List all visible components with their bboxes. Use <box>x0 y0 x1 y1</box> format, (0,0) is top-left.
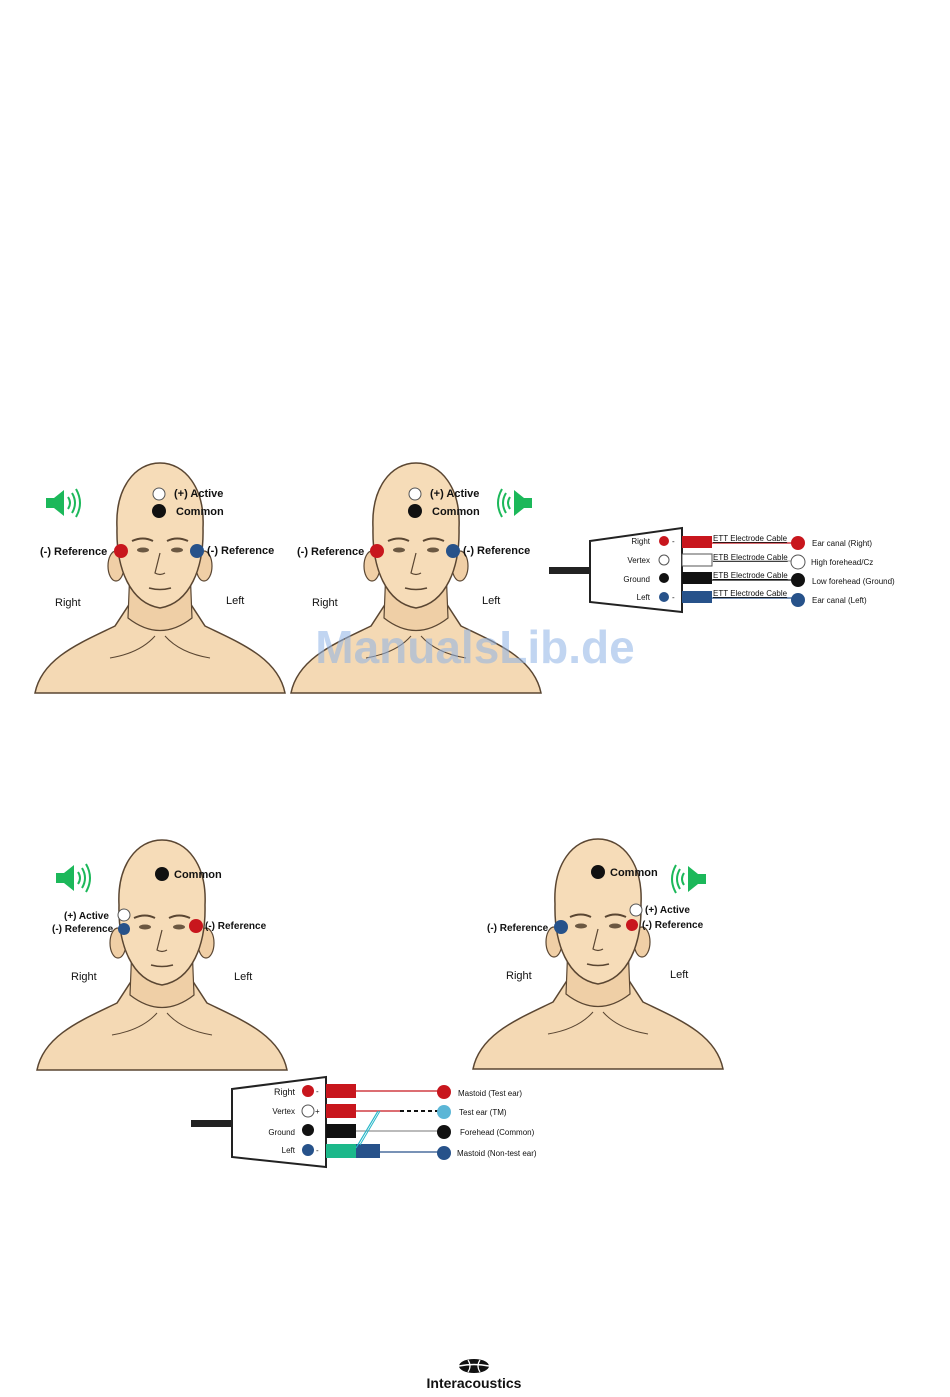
port-label: Left <box>637 593 651 602</box>
placement-label: Mastoid (Non-test ear) <box>457 1149 537 1158</box>
speaker-right-icon <box>497 488 533 518</box>
cable-label: ETT Electrode Cable <box>713 534 788 543</box>
watermark: ManualsLib.de <box>315 621 634 673</box>
connector-diagram-2: Right Vertex Ground Left - + - Mastoid (… <box>191 1075 537 1169</box>
svg-text:-: - <box>316 1146 319 1155</box>
active-label: (+) Active <box>430 488 479 500</box>
head-diagram-2: (+) Active Common (-) Reference (-) Refe… <box>290 462 542 694</box>
footer: Interacoustics <box>427 1359 522 1391</box>
port-label: Left <box>282 1146 296 1155</box>
electrode-reference-right <box>554 920 568 934</box>
common-label: Common <box>176 506 224 518</box>
reference-right-label: (-) Reference <box>297 546 364 558</box>
port-label: Ground <box>623 575 650 584</box>
active-label: (+) Active <box>645 905 690 916</box>
side-right-label: Right <box>506 970 532 982</box>
cable-label: ETT Electrode Cable <box>713 589 788 598</box>
side-left-label: Left <box>670 969 688 981</box>
electrode-common <box>408 504 422 518</box>
active-label: (+) Active <box>64 911 109 922</box>
reference-right-label: (-) Reference <box>487 923 549 934</box>
electrode-active <box>408 487 422 501</box>
placement-label: Mastoid (Test ear) <box>458 1089 522 1098</box>
electrode-reference-right <box>118 923 130 935</box>
common-label: Common <box>610 867 658 879</box>
side-left-label: Left <box>234 971 252 983</box>
connector-box <box>231 1075 327 1169</box>
side-left-label: Left <box>226 595 244 607</box>
port-label: Right <box>631 537 650 546</box>
electrode-active <box>117 908 131 922</box>
reference-left-label: (-) Reference <box>642 920 704 931</box>
electrode-reference-left <box>190 544 204 558</box>
placement-label: Test ear (TM) <box>459 1108 507 1117</box>
reference-left-label: (-) Reference <box>207 545 274 557</box>
side-right-label: Right <box>71 971 97 983</box>
connector-box <box>589 526 683 614</box>
electrode-reference-left <box>189 919 203 933</box>
port-label: Vertex <box>627 556 650 565</box>
placement-label: Ear canal (Left) <box>812 596 867 605</box>
placement-label: Forehead (Common) <box>460 1128 535 1137</box>
svg-text:-: - <box>316 1087 319 1096</box>
electrode-active <box>152 487 166 501</box>
common-label: Common <box>432 506 480 518</box>
electrode-reference-left <box>626 919 638 931</box>
reference-left-label: (-) Reference <box>205 921 267 932</box>
brand-name: Interacoustics <box>427 1375 522 1391</box>
port-label: Vertex <box>272 1107 295 1116</box>
reference-left-label: (-) Reference <box>463 545 530 557</box>
reference-right-label: (-) Reference <box>40 546 107 558</box>
electrode-active <box>629 903 643 917</box>
electrode-reference-left <box>446 544 460 558</box>
placement-label: Ear canal (Right) <box>812 539 872 548</box>
interacoustics-logo-icon <box>458 1359 490 1373</box>
svg-text:-: - <box>672 593 675 602</box>
speaker-left-icon <box>45 488 81 518</box>
placement-label: Low forehead (Ground) <box>812 577 895 586</box>
speaker-right-icon <box>671 864 707 894</box>
svg-text:+: + <box>315 1107 320 1116</box>
speaker-left-icon <box>55 863 91 893</box>
side-left-label: Left <box>482 595 500 607</box>
reference-right-label: (-) Reference <box>52 924 114 935</box>
side-right-label: Right <box>55 597 81 609</box>
connector-diagram-1: Right Vertex Ground Left - - ETT Electro… <box>549 526 895 614</box>
svg-text:-: - <box>672 537 675 546</box>
electrode-common <box>155 867 169 881</box>
cable-label: ETB Electrode Cable <box>713 553 788 562</box>
electrode-common <box>152 504 166 518</box>
head-diagram-1: (+) Active Common (-) Reference (-) Refe… <box>34 462 286 694</box>
active-label: (+) Active <box>174 488 223 500</box>
electrode-reference-right <box>114 544 128 558</box>
port-label: Right <box>274 1087 296 1097</box>
electrode-common <box>591 865 605 879</box>
head-diagram-4: Common (+) Active (-) Reference (-) Refe… <box>472 838 724 1070</box>
cable-label: ETB Electrode Cable <box>713 571 788 580</box>
placement-label: High forehead/Cz <box>811 558 873 567</box>
side-right-label: Right <box>312 597 338 609</box>
head-diagram-3: Common (+) Active (-) Reference (-) Refe… <box>36 839 288 1071</box>
port-label: Ground <box>268 1128 295 1137</box>
electrode-reference-right <box>370 544 384 558</box>
common-label: Common <box>174 869 222 881</box>
